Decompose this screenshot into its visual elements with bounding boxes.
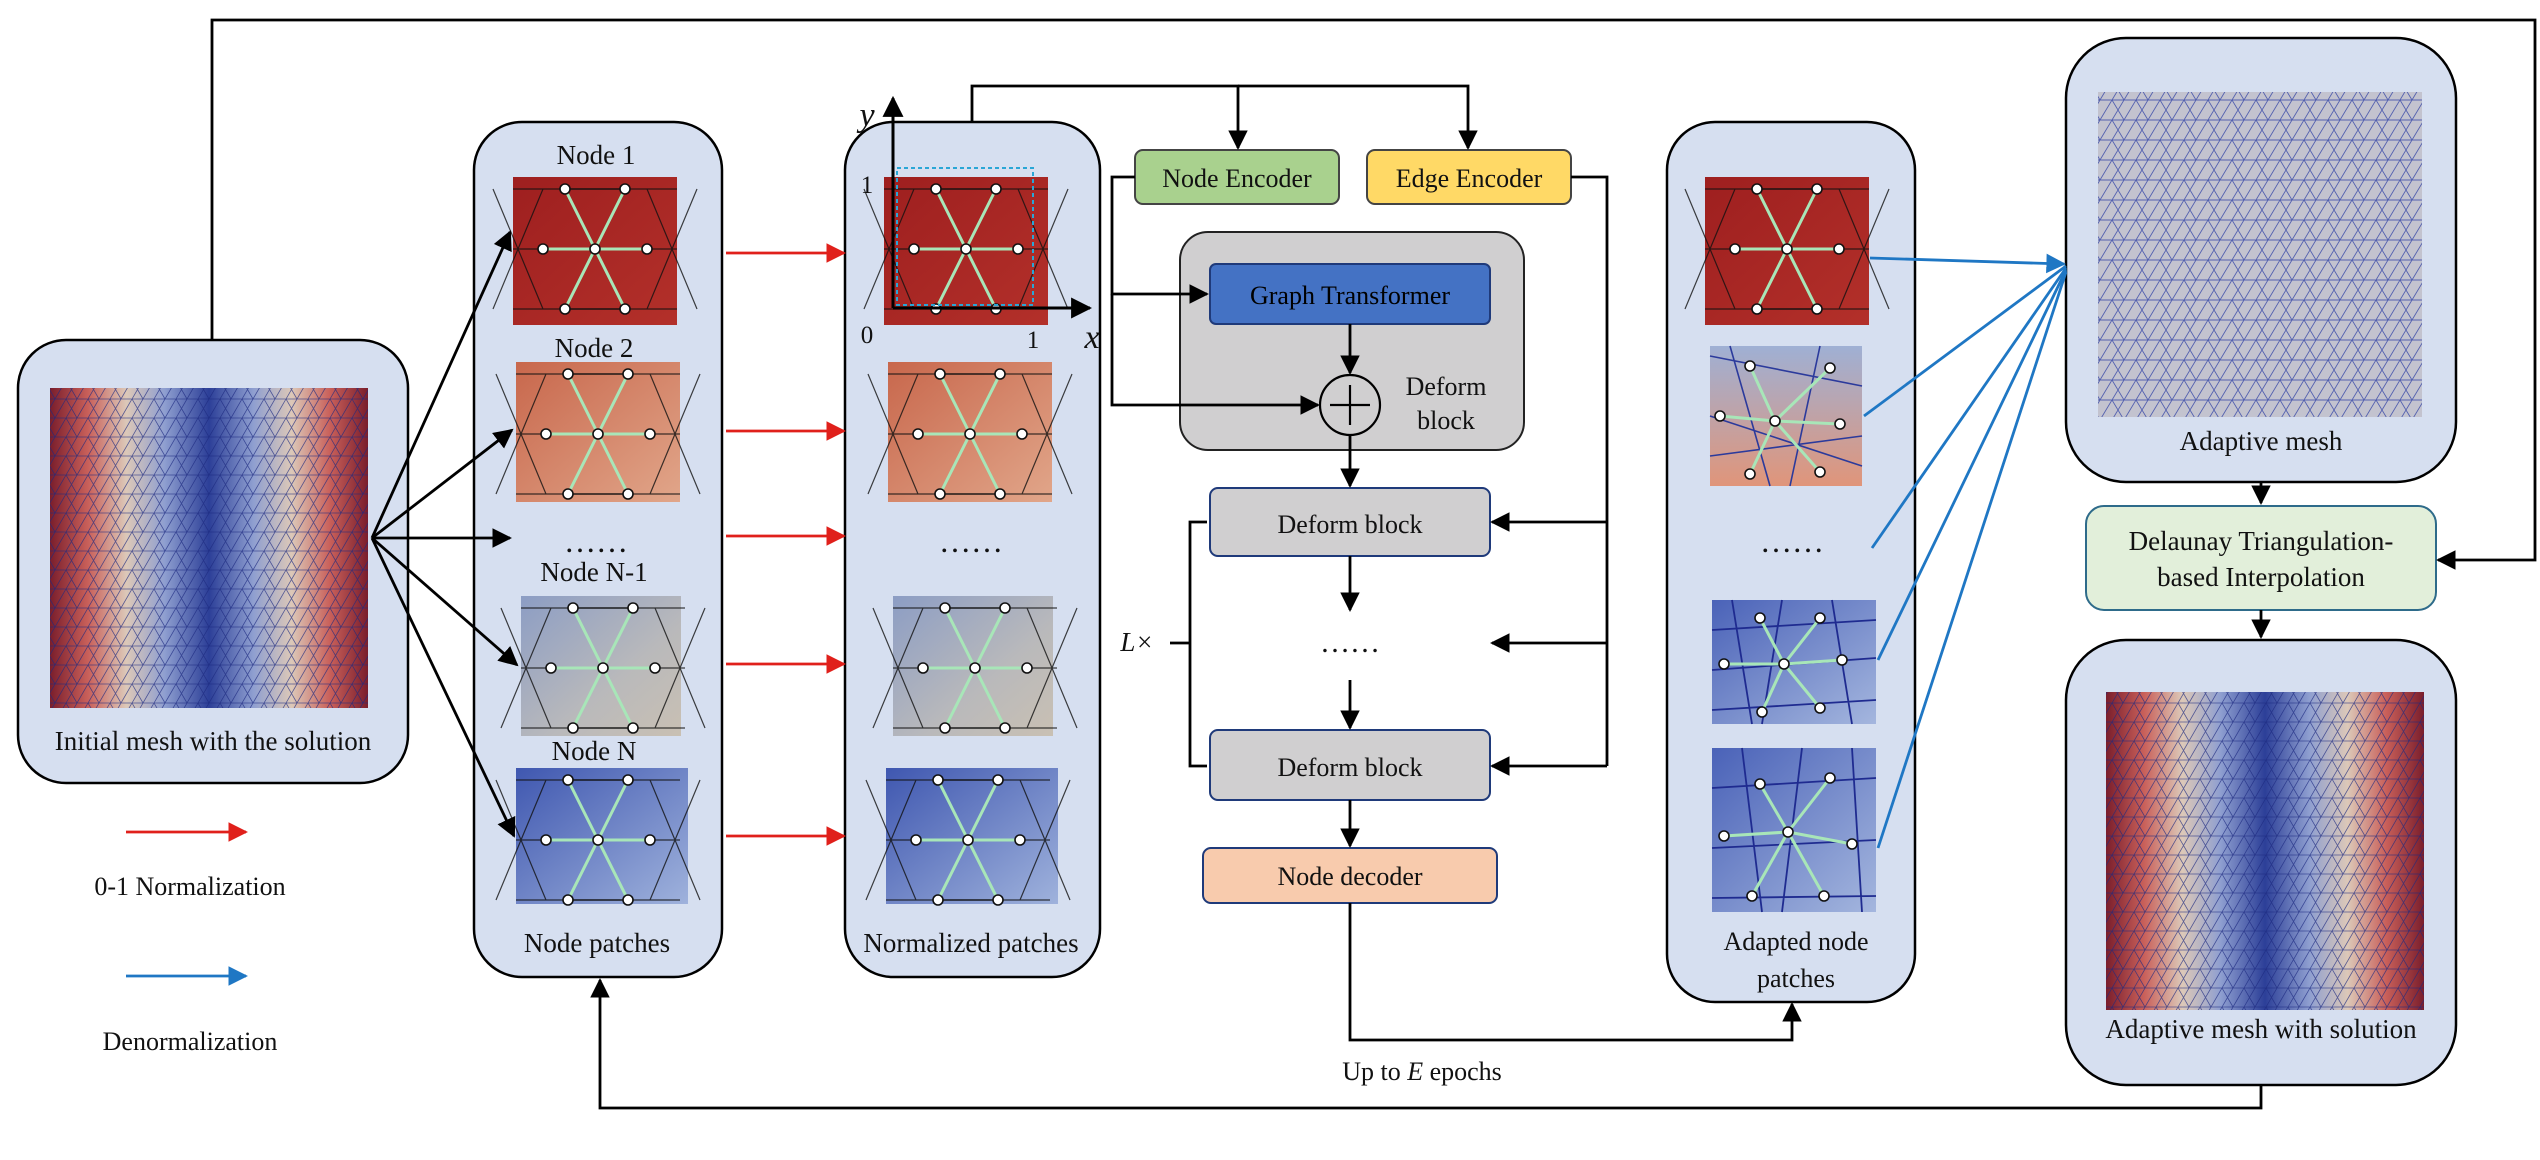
normalized-patch-n xyxy=(864,768,1072,907)
denorm-arrow-3 xyxy=(1870,267,2068,549)
node-n-label: Node N xyxy=(552,736,637,766)
deform-inner-label-2: block xyxy=(1417,406,1475,435)
arrow-to-node-1 xyxy=(370,230,512,539)
node-encoder-label: Node Encoder xyxy=(1162,164,1312,193)
legend-norm-label: 0-1 Normalization xyxy=(94,872,285,901)
tick-y-1: 1 xyxy=(861,172,874,199)
normalized-patches-label: Normalized patches xyxy=(863,928,1078,958)
axis-y-label: y xyxy=(856,97,875,134)
edge-encoder-label: Edge Encoder xyxy=(1396,164,1543,193)
adapted-label-2: patches xyxy=(1757,964,1835,993)
adaptive-mesh-image xyxy=(2098,92,2422,417)
patch-node-2 xyxy=(494,362,702,502)
arrow-to-node-encoder xyxy=(970,84,1248,150)
arrow-to-node-n-1 xyxy=(371,536,519,667)
normalized-patch-n-1 xyxy=(871,596,1079,736)
normalized-patch-2 xyxy=(866,362,1074,502)
unit-square-outline xyxy=(896,167,1034,306)
delaunay-box xyxy=(2085,505,2437,611)
initial-mesh-label: Initial mesh with the solution xyxy=(55,726,372,756)
adapted-patch-2 xyxy=(1709,345,1863,487)
adaptive-mesh-label: Adaptive mesh xyxy=(2180,426,2343,456)
arrow-to-node-n xyxy=(370,537,516,838)
node-patches-label: Node patches xyxy=(524,928,670,958)
initial-mesh-image xyxy=(50,388,368,708)
denorm-arrow-5 xyxy=(1876,271,2068,849)
axis-x-label: x xyxy=(1083,319,1099,356)
edge-encoder-bus xyxy=(1571,175,1609,766)
node-encoder-to-add xyxy=(1110,294,1320,415)
normalized-patch-1 xyxy=(862,177,1070,325)
adapted-patch-1 xyxy=(1683,177,1891,325)
arrow-to-node-2 xyxy=(371,428,514,540)
node-decoder-label: Node decoder xyxy=(1277,862,1422,891)
normalized-dots-label: …… xyxy=(939,523,1003,559)
deform-inner-label-1: Deform xyxy=(1406,372,1487,401)
adapted-label-1: Adapted node xyxy=(1723,927,1868,956)
l-times-label: L× xyxy=(1119,627,1153,657)
adapted-patch-n-1 xyxy=(1711,599,1877,725)
node-1-label: Node 1 xyxy=(557,140,636,170)
add-operator xyxy=(1318,373,1382,437)
node-2-label: Node 2 xyxy=(555,333,634,363)
node-n-1-label: Node N-1 xyxy=(540,557,647,587)
deform-block-l-label: Deform block xyxy=(1277,753,1422,782)
patch-node-1 xyxy=(491,177,699,325)
tick-origin: 0 xyxy=(861,322,874,349)
epochs-label: Up to E epochs xyxy=(1342,1057,1502,1086)
delaunay-label-1: Delaunay Triangulation- xyxy=(2129,526,2394,556)
patch-node-n xyxy=(494,768,702,907)
up-to-text: Up to xyxy=(1342,1057,1401,1086)
denorm-arrow-2 xyxy=(1863,264,2067,418)
denorm-arrow-4 xyxy=(1876,269,2068,661)
adapted-dots-label: …… xyxy=(1760,523,1824,559)
epochs-text: epochs xyxy=(1430,1057,1502,1086)
adapted-patch-n xyxy=(1711,747,1877,913)
node-patches-panel xyxy=(472,120,724,979)
node-encoder-to-transformer xyxy=(1110,175,1209,304)
bottom-loop-line xyxy=(590,978,2263,1110)
epochs-var: E xyxy=(1406,1057,1423,1086)
node-dots-label: …… xyxy=(564,523,628,559)
decoder-to-adapted xyxy=(1348,903,1802,1042)
graph-transformer-label: Graph Transformer xyxy=(1250,281,1450,310)
delaunay-label-2: based Interpolation xyxy=(2157,562,2365,592)
top-loop-line xyxy=(210,18,2537,570)
patch-node-n-1 xyxy=(499,596,707,736)
deform-dots-label: …… xyxy=(1320,626,1380,659)
legend-denorm-label: Denormalization xyxy=(103,1027,278,1056)
adaptive-solution-image xyxy=(2106,692,2424,1010)
adaptive-solution-label: Adaptive mesh with solution xyxy=(2105,1014,2417,1044)
deform-block-1-label: Deform block xyxy=(1277,510,1422,539)
l-brace xyxy=(1170,520,1207,768)
denorm-arrow-1 xyxy=(1869,253,2066,274)
tick-x-1: 1 xyxy=(1027,327,1040,354)
arrow-to-edge-encoder xyxy=(1238,84,1478,150)
